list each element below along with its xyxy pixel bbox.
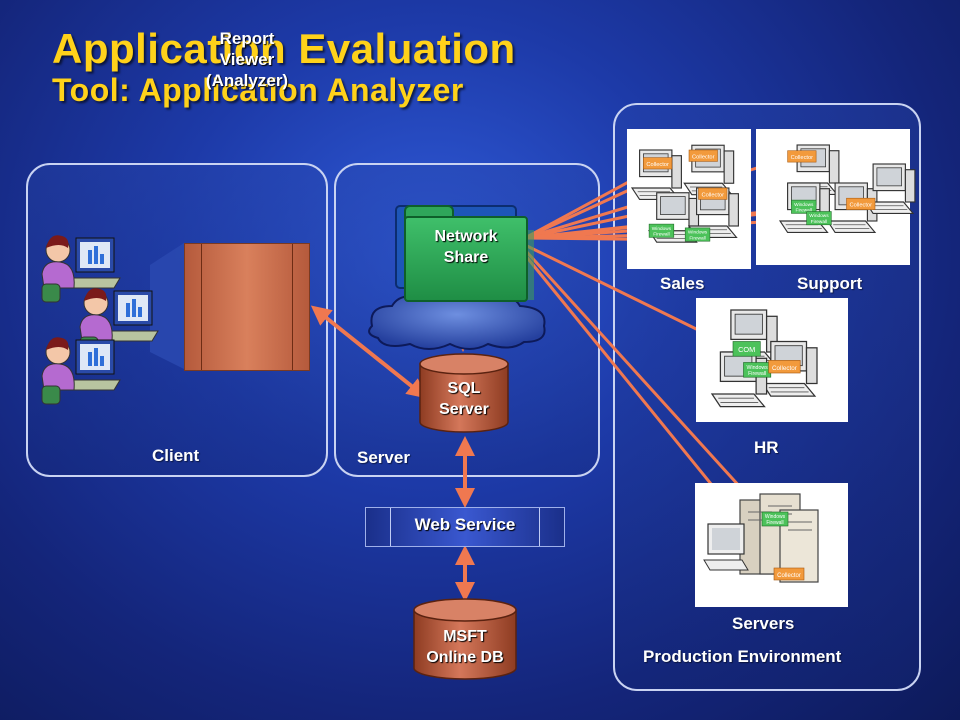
svg-text:COM: COM bbox=[738, 345, 755, 354]
client-label: Client bbox=[152, 446, 200, 465]
network-share-label: Network Share bbox=[404, 226, 528, 268]
sql-server-cylinder-icon bbox=[419, 353, 509, 433]
web-service-box bbox=[365, 507, 565, 547]
network-share-line-2: Share bbox=[443, 249, 489, 266]
msft-online-db-cylinder-icon bbox=[413, 598, 517, 680]
server-tower-icon bbox=[703, 493, 819, 583]
report-viewer-line-1: Report bbox=[219, 29, 275, 48]
slide-title: Application Evaluation Tool: Application… bbox=[52, 25, 516, 109]
title-line-2: Tool: Application Analyzer bbox=[52, 72, 464, 108]
report-viewer-line-2: Viewer bbox=[219, 50, 275, 69]
report-viewer-label: Report Viewer (Analyzer) bbox=[184, 28, 310, 91]
msft-db-line-1: MSFT bbox=[443, 628, 487, 645]
sql-server-line-1: SQL bbox=[447, 380, 481, 397]
user-at-computer-icon bbox=[41, 235, 121, 303]
web-service-label: Web Service bbox=[414, 515, 516, 534]
production-label: Production Environment bbox=[643, 647, 842, 666]
msft-online-db-label: MSFT Online DB bbox=[414, 626, 516, 668]
servers-label: Servers bbox=[732, 614, 795, 633]
msft-db-line-2: Online DB bbox=[426, 649, 504, 666]
sql-server-line-2: Server bbox=[439, 401, 489, 418]
support-label: Support bbox=[797, 274, 863, 293]
report-viewer-box bbox=[184, 243, 310, 371]
network-share-line-1: Network bbox=[434, 228, 498, 245]
sql-server-label: SQL Server bbox=[420, 378, 508, 420]
network-share-folder-icon bbox=[404, 216, 528, 302]
title-line-1: Application Evaluation bbox=[52, 25, 516, 72]
hr-label: HR bbox=[754, 438, 779, 457]
hr-computers: COM bbox=[711, 309, 818, 408]
sales-label: Sales bbox=[660, 274, 705, 293]
report-viewer-line-3: (Analyzer) bbox=[205, 71, 289, 90]
user-at-computer-icon bbox=[41, 337, 121, 405]
server-label: Server bbox=[357, 448, 410, 467]
